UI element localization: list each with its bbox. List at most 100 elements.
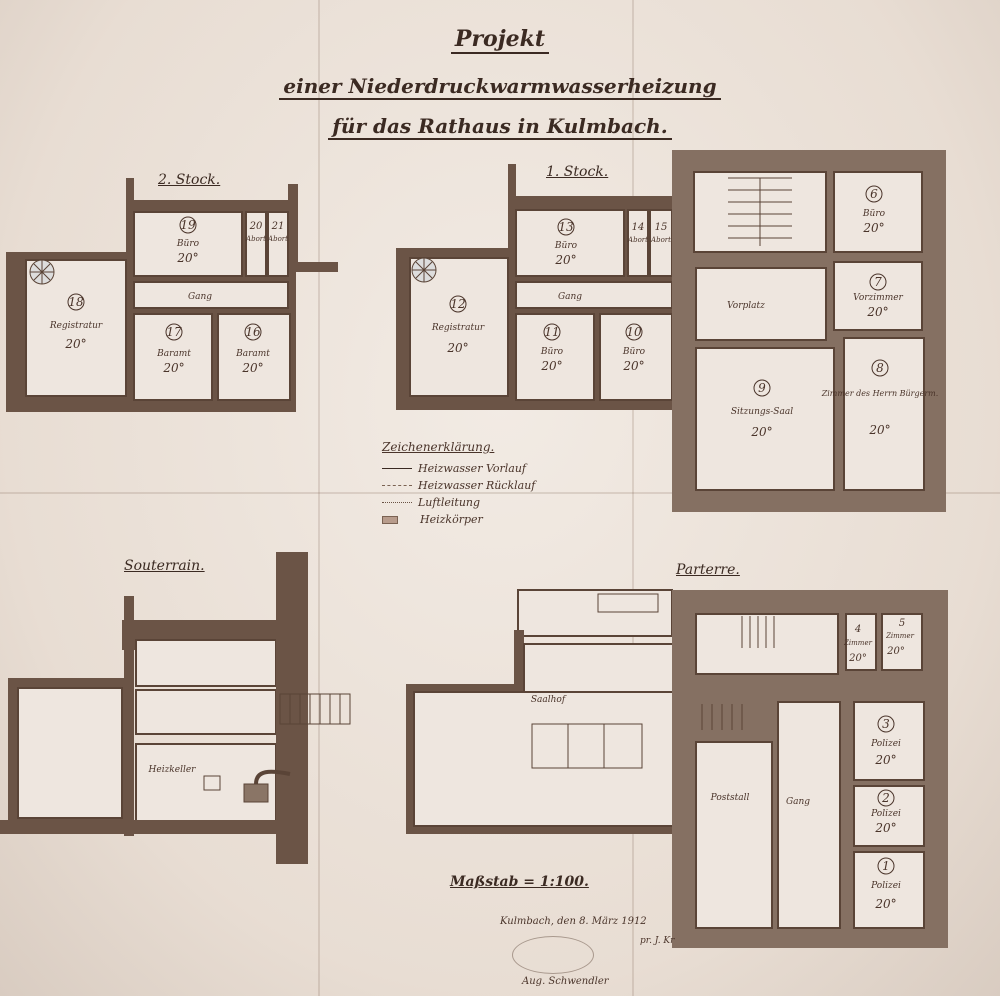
room-6-num: 6 — [870, 187, 878, 201]
stock1-gang: Gang — [558, 292, 582, 302]
legend-label: Heizkörper — [420, 513, 483, 526]
room-15-num: 15 — [655, 222, 668, 233]
parterre-gang: Gang — [786, 797, 810, 807]
legend-label: Heizwasser Rücklauf — [418, 479, 536, 492]
room-19-name: Büro — [176, 239, 200, 249]
stock1-vorplatz: Vorplatz — [727, 301, 765, 311]
room-5-num: 5 — [899, 618, 905, 629]
legend-swatch — [382, 515, 398, 524]
title-line-2: einer Niederdruckwarmwasserheizung — [0, 74, 1000, 100]
room-4-name: Zimmer — [843, 639, 873, 647]
legend-item: Heizwasser Vorlauf — [382, 460, 535, 477]
room-20-name: Abort — [245, 235, 266, 243]
legend-item: Heizkörper — [382, 511, 535, 528]
legend-item: Heizwasser Rücklauf — [382, 477, 535, 494]
room-5-temp: 20° — [886, 646, 905, 657]
room-21-num: 21 — [271, 221, 285, 232]
room-8-temp: 20° — [868, 423, 890, 437]
room-5-name: Zimmer — [885, 632, 915, 640]
room-7-num: 7 — [874, 275, 882, 289]
room-4-temp: 20° — [848, 653, 867, 664]
room-4-num: 4 — [854, 624, 861, 635]
room-16-name: Baramt — [235, 349, 270, 359]
room-18-num: 18 — [68, 295, 84, 309]
room-10-name: Büro — [622, 347, 646, 357]
stock2-gang: Gang — [188, 292, 212, 302]
room-8-num: 8 — [876, 361, 884, 375]
room-16-num: 16 — [245, 325, 261, 339]
room-17-num: 17 — [166, 325, 182, 339]
room-9-num: 9 — [758, 381, 766, 395]
signature: Aug. Schwendler — [522, 976, 609, 987]
room-3-name: Polizei — [870, 739, 901, 749]
souterrain-heizkeller: Heizkeller — [148, 765, 197, 775]
room-8-name: Zimmer des Herrn Bürgerm. — [821, 389, 939, 398]
room-20-num: 20 — [249, 221, 263, 232]
room-3-num: 3 — [882, 717, 890, 731]
scale-note: Maßstab = 1:100. — [450, 874, 589, 890]
room-18-temp: 20° — [64, 337, 86, 351]
room-2-num: 2 — [881, 791, 890, 805]
room-1-num: 1 — [882, 859, 890, 873]
legend-label: Heizwasser Vorlauf — [418, 462, 526, 475]
title-line-1: Projekt — [0, 26, 1000, 54]
fold-line-horizontal — [0, 492, 1000, 494]
room-12-name: Registratur — [431, 323, 485, 333]
room-18-name: Registratur — [49, 321, 103, 331]
plan-stock1 — [396, 150, 946, 512]
date-line: Kulmbach, den 8. März 1912 — [500, 916, 647, 927]
floor-label-stock1: 1. Stock. — [546, 164, 609, 180]
fold-line-vertical — [318, 0, 320, 996]
parterre-poststall: Poststall — [710, 793, 750, 803]
room-17-temp: 20° — [162, 361, 184, 375]
room-17-name: Baramt — [156, 349, 191, 359]
room-7-temp: 20° — [866, 305, 888, 319]
room-13-name: Büro — [554, 241, 578, 251]
room-7-name: Vorzimmer — [853, 293, 903, 303]
room-11-num: 11 — [544, 325, 559, 339]
room-19-temp: 20° — [176, 251, 198, 265]
room-3-temp: 20° — [874, 753, 896, 767]
legend-swatch — [382, 468, 412, 469]
room-1-name: Polizei — [870, 881, 901, 891]
floor-label-parterre: Parterre. — [676, 562, 740, 578]
legend-label: Luftleitung — [418, 496, 481, 509]
room-10-temp: 20° — [622, 359, 644, 373]
room-16-temp: 20° — [241, 361, 263, 375]
room-13-temp: 20° — [554, 253, 576, 267]
room-15-name: Abort — [650, 236, 671, 244]
floor-label-stock2: 2. Stock. — [158, 172, 221, 188]
room-11-temp: 20° — [540, 359, 562, 373]
legend-item: Luftleitung — [382, 494, 535, 511]
room-11-name: Büro — [540, 347, 564, 357]
room-21-name: Abort — [267, 235, 288, 243]
legend: Zeichenerklärung. Heizwasser Vorlauf Hei… — [382, 440, 535, 528]
room-9-name: Sitzungs-Saal — [731, 407, 793, 417]
legend-swatch — [382, 502, 412, 503]
floor-label-souterrain: Souterrain. — [124, 558, 205, 574]
room-12-temp: 20° — [446, 341, 468, 355]
room-19-num: 19 — [180, 218, 196, 232]
plan-parterre — [406, 589, 948, 948]
room-9-temp: 20° — [750, 425, 772, 439]
room-2-temp: 20° — [874, 821, 896, 835]
stamp-mark — [512, 936, 594, 974]
title-line-3: für das Rathaus in Kulmbach. — [0, 114, 1000, 140]
room-6-name: Büro — [862, 209, 886, 219]
legend-swatch — [382, 485, 412, 486]
room-13-num: 13 — [558, 220, 574, 234]
room-6-temp: 20° — [862, 221, 884, 235]
plan-souterrain — [0, 552, 351, 864]
plan-stock2 — [6, 178, 338, 412]
room-12-num: 12 — [450, 297, 465, 311]
parterre-hof: Saalhof — [531, 695, 567, 705]
legend-heading: Zeichenerklärung. — [382, 440, 495, 454]
room-1-temp: 20° — [874, 897, 896, 911]
fold-line-vertical-2 — [632, 0, 634, 996]
room-14-num: 14 — [632, 222, 645, 233]
room-14-name: Abort — [627, 236, 648, 244]
page-note: pr. J. Kr — [640, 936, 675, 946]
room-2-name: Polizei — [870, 809, 901, 819]
